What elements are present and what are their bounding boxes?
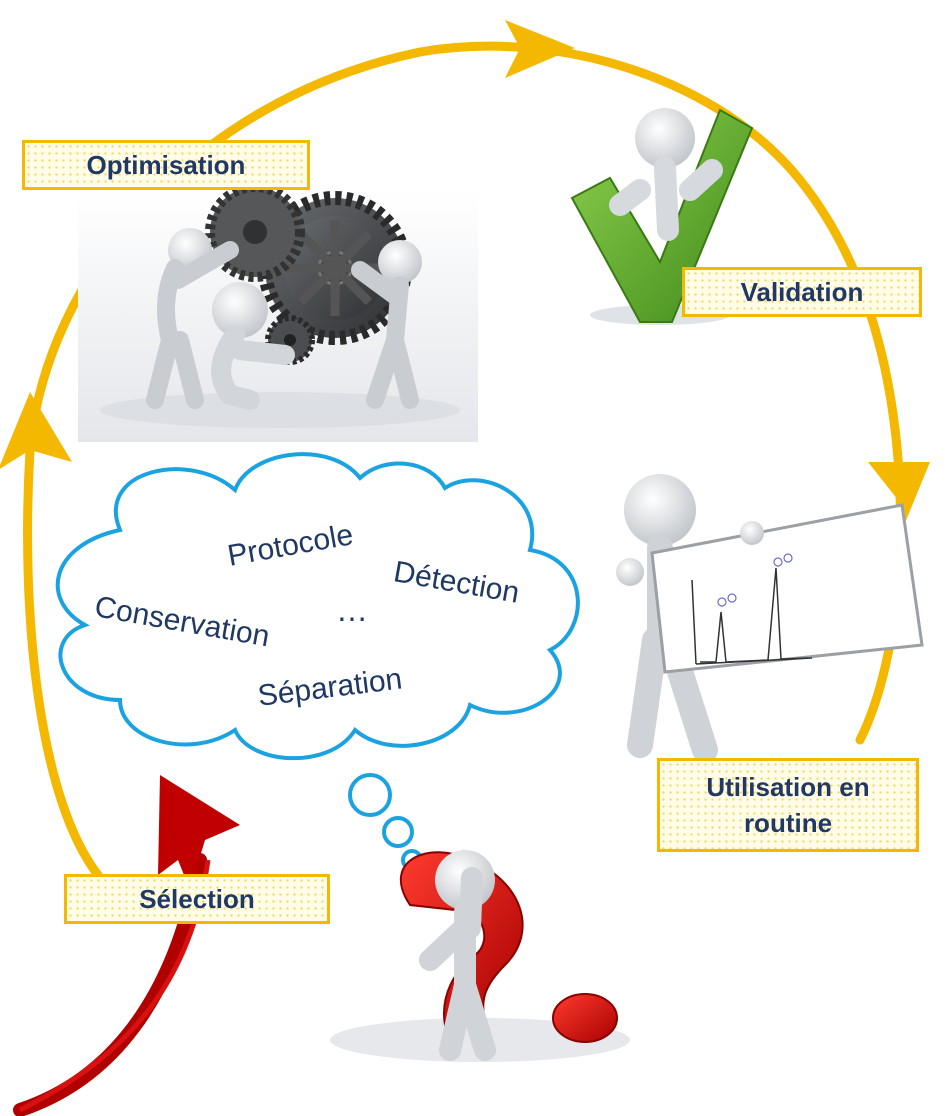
label-selection: Sélection [64,874,330,924]
label-optimisation: Optimisation [22,140,310,190]
checkmark-figure-icon [570,108,754,325]
cloud-word-ellipsis: … [336,592,368,628]
thought-cloud [55,452,580,871]
label-utilisation-en-routine: Utilisation en routine [657,758,919,852]
entry-arrow-icon [13,775,240,1116]
chromatogram-board-figure-icon [616,474,924,763]
question-mark-figure-icon [330,850,630,1062]
cycle-arrow-left-icon [0,392,72,469]
label-validation: Validation [682,267,922,317]
cycle-arrow-right-icon [868,462,930,535]
gear-team-figure-icon [78,182,478,442]
cycle-arrow-top-icon [505,20,575,78]
